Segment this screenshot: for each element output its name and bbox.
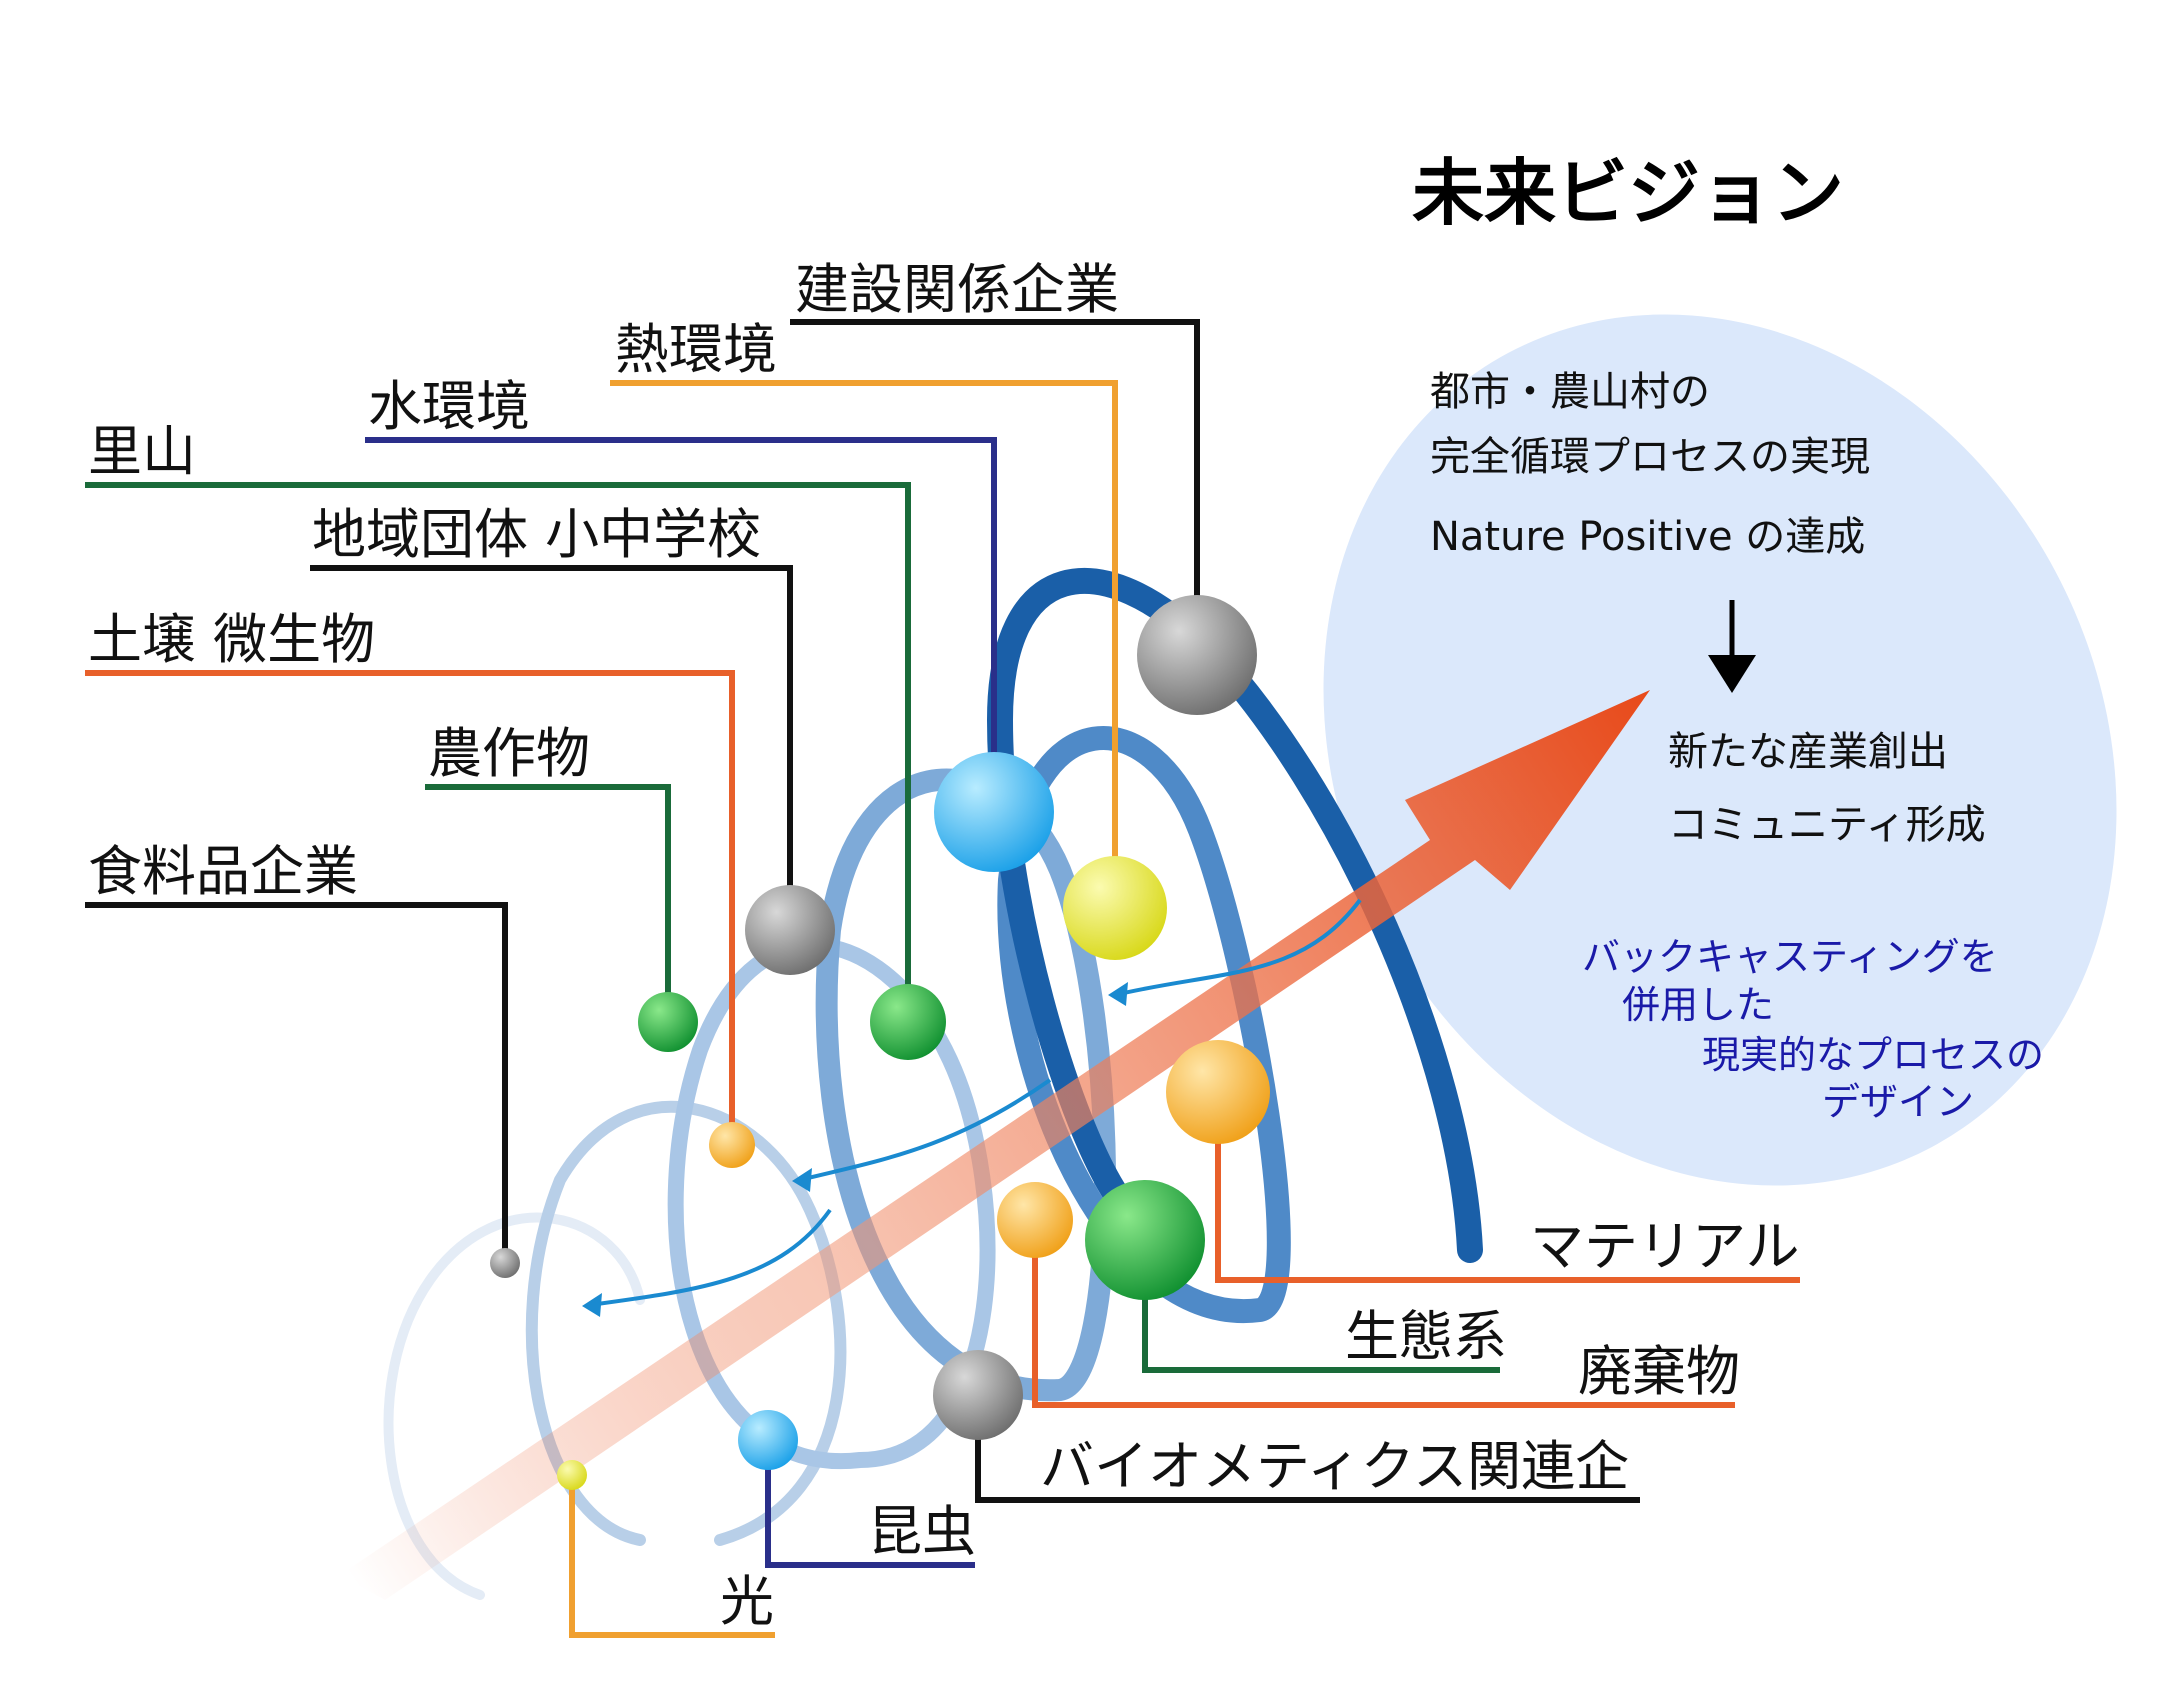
sphere-biomimetics [933,1350,1023,1440]
flow-arrow-heads [582,982,1128,1317]
leader-community [310,565,793,930]
sphere-heat [1063,856,1167,960]
label-heat: 熱環境 [615,318,777,381]
label-waste: 廃棄物 [1578,1340,1740,1403]
down-arrow-icon [1708,600,1756,693]
leader-material [1215,1090,1800,1283]
vision-line-2: 完全循環プロセスの実現 [1430,434,1870,480]
label-light: 光 [720,1570,774,1633]
backcast-line-3: 現実的なプロセスの [1702,1033,2044,1077]
spheres [490,595,1270,1490]
leader-construction [790,319,1200,605]
leader-light [569,1475,775,1638]
label-insects: 昆虫 [868,1500,976,1563]
sphere-community [745,885,835,975]
leader-food [85,902,508,1260]
label-community: 地域団体 小中学校 [312,503,761,566]
leader-crops [425,784,671,1020]
label-ecosystem: 生態系 [1345,1305,1507,1368]
flow-arrows [589,898,1362,1307]
label-material: マテリアル [1530,1215,1799,1278]
label-water: 水環境 [368,375,530,438]
backcast-line-2: 併用した [1622,983,1774,1027]
sphere-water [934,752,1054,872]
leader-waste [1032,1220,1735,1408]
result-line-1: 新たな産業創出 [1668,729,1948,775]
leader-water [365,437,997,800]
backcast-line-1: バックキャスティングを [1582,935,1998,979]
page-title: 未来ビジョン [1412,151,1844,235]
label-satoyama: 里山 [88,420,196,483]
vision-line-1: 都市・農山村の [1430,369,1710,415]
label-construction: 建設関係企業 [795,258,1119,321]
sphere-ecosystem [1085,1180,1205,1300]
label-crops: 農作物 [428,722,590,785]
sphere-insects [738,1410,798,1470]
sphere-soil [709,1122,755,1168]
label-soil: 土壌 微生物 [88,608,375,671]
vision-line-3: Nature Positive の達成 [1430,514,1865,560]
vision-ellipse [1323,314,2117,1186]
sphere-crops [638,992,698,1052]
leader-heat [610,380,1118,905]
backcast-line-4: デザイン [1822,1080,1974,1124]
result-line-2: コミュニティ形成 [1668,802,1986,848]
sphere-construction [1137,595,1257,715]
labels: 建設関係企業 熱環境 水環境 里山 地域団体 小中学校 土壌 微生物 農作物 食… [88,258,1799,1633]
progress-arrow [340,690,1650,1600]
sphere-waste [997,1182,1073,1258]
leader-lines [85,319,1800,1638]
leader-insects [765,1445,975,1568]
sphere-light [557,1460,587,1490]
sphere-material [1166,1040,1270,1144]
sphere-food [490,1248,520,1278]
label-food: 食料品企業 [88,840,358,903]
sphere-satoyama [870,984,946,1060]
label-biomimetics: バイオメティクス関連企 [1040,1435,1629,1498]
leader-soil [85,670,735,1145]
leader-satoyama [85,482,911,1020]
